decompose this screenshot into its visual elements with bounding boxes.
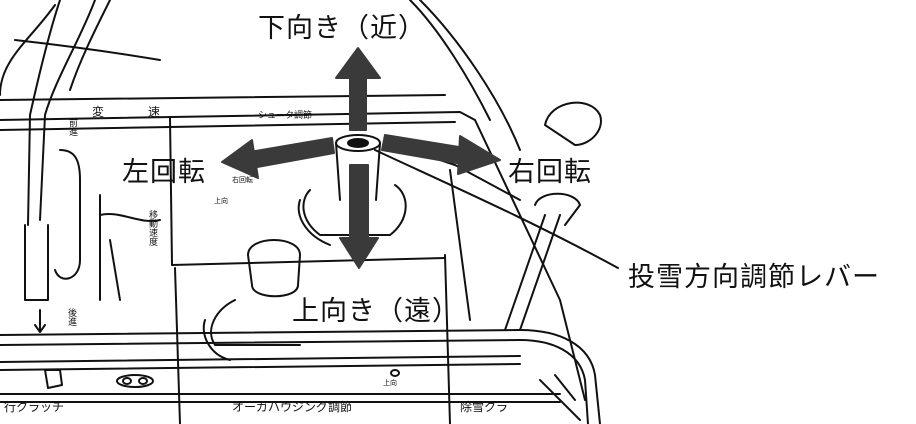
handlebar [0,329,601,424]
arrow-up-far [339,164,379,269]
arrow-right-rotate [381,134,501,175]
label-rotate-right: 右回転 [508,157,592,188]
label-down-near: 下向き（近） [258,13,426,44]
panel-travel-clutch: 行クラッチ [4,400,65,414]
panel-travel-speed: 移動速度 [147,210,157,246]
clutch-icon [116,374,154,388]
label-rotate-left: 左回転 [122,157,206,188]
panel-speed-a: 変 [92,105,105,119]
frame-line [0,4,56,96]
panel-auger-housing-adjust: オーガハウジング調節 [232,400,353,414]
shift-lever [39,0,96,221]
arrow-down-near [335,47,381,131]
panel-up-small-left: 上向 [214,197,228,205]
panel-speed-b: 速 [148,105,161,119]
auger-lever-knob [247,239,301,298]
label-lever-name: 投雪方向調節レバー [628,262,880,293]
panel-right-rotate-small: 右回転 [232,176,253,184]
panel-reverse: 後進 [66,308,76,326]
top-right-knob [544,101,602,146]
panel-up-small-bottom: 上向 [383,379,397,387]
right-lever [504,214,561,331]
panel-outline [0,111,586,401]
panel-forward: 前進 [67,118,77,136]
arrow-left-rotate [221,137,335,179]
panel-chute-adjust: シュータ調節 [258,111,313,121]
label-up-far: 上向き（遠） [292,296,460,327]
lever-pointer-line [374,149,619,269]
panel-snow-clutch: 除雪クラ [460,400,509,414]
